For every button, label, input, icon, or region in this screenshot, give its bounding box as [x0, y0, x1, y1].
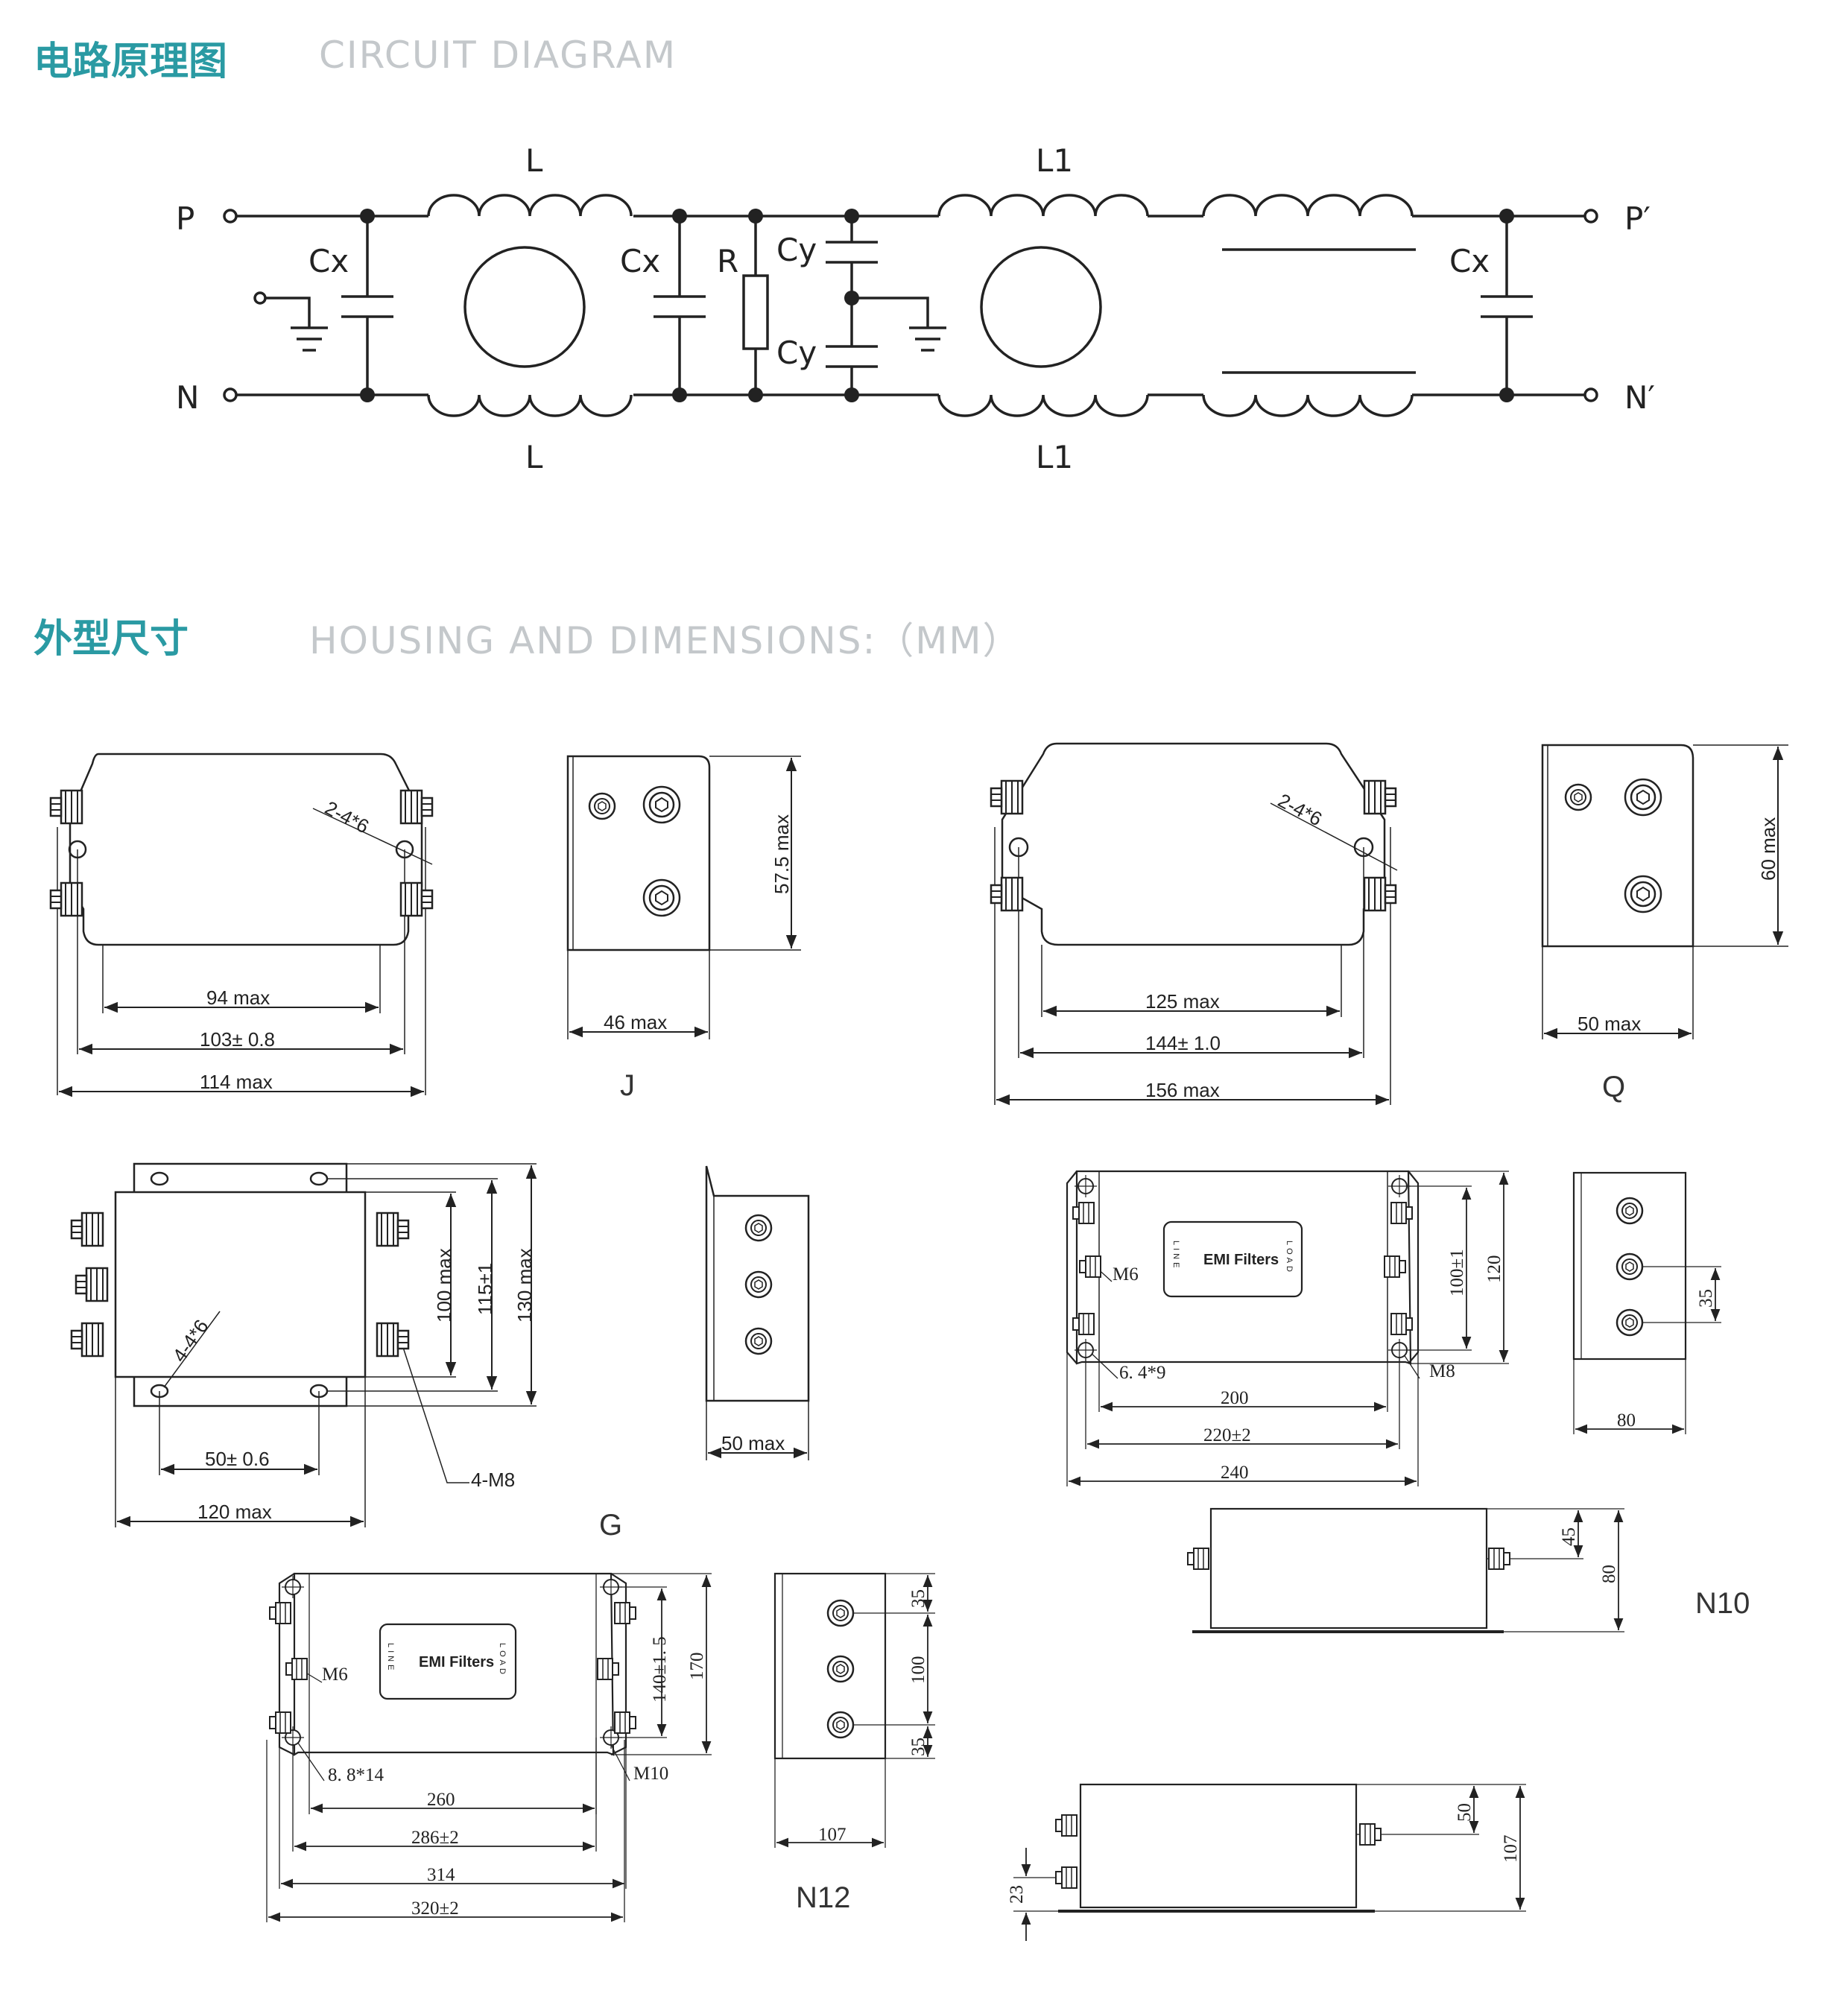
cx2-label: Cx [620, 243, 660, 279]
n10-total-v-dim: 120 [1484, 1255, 1504, 1284]
n10-side-w-dim: 80 [1617, 1410, 1636, 1431]
g-inner-dim: 100 max [433, 1248, 455, 1323]
n12-front-h-dim: 50 [1455, 1803, 1475, 1822]
drawing-n10-labels: EMI Filters LINE LOAD M6 M8 6. 4*9 100±1… [1113, 1241, 1750, 1620]
drawing-q-top [994, 742, 1398, 1106]
drawing-j-labels: 2-4*6 94 max 103± 0.8 114 max 57.5 max 4… [200, 796, 793, 1102]
n12-total-h-dim: 320±2 [411, 1898, 459, 1919]
resistor-label: R [717, 243, 738, 279]
circuit-labels: P N P′ N′ L L L1 L1 Cx Cx Cx R Cy Cy [176, 142, 1655, 475]
n12-front-total-dim: 107 [1501, 1835, 1521, 1863]
n10-front-total-dim: 80 [1599, 1565, 1619, 1583]
circuit-title-cn: 电路原理图 [34, 39, 228, 84]
circuit-junctions [360, 209, 1514, 402]
n12-m6-label: M6 [322, 1665, 348, 1685]
j-depth-dim: 46 max [604, 1011, 667, 1033]
drawing-n10-front [1192, 1507, 1624, 1633]
g-hspace-dim: 50± 0.6 [205, 1448, 270, 1470]
n12-inner-v-dim: 140±1. 5 [650, 1636, 670, 1703]
n10-plate-text: EMI Filters [1203, 1252, 1279, 1268]
g-holes-dim: 115±1 [474, 1263, 496, 1315]
drawing-n12-top [266, 1572, 712, 1922]
n10-load-text: LOAD [1285, 1241, 1294, 1275]
n12-term-top-dim: 35 [908, 1589, 928, 1608]
g-width-dim: 120 max [197, 1501, 272, 1523]
drawing-j-top [57, 753, 433, 1098]
j-total-dim: 114 max [200, 1071, 273, 1093]
cy1-label: Cy [776, 232, 817, 268]
n10-inner-h-dim: 200 [1221, 1388, 1249, 1408]
terminal-p-out-label: P′ [1624, 200, 1651, 237]
n12-m10-label: M10 [633, 1764, 668, 1784]
n12-load-text: LOAD [498, 1643, 507, 1677]
cx1-label: Cx [308, 243, 349, 279]
inductor-l1-bottom-label: L1 [1036, 439, 1073, 475]
n12-plate-text: EMI Filters [419, 1654, 494, 1670]
n12-total-v-dim: 170 [687, 1653, 707, 1681]
j-body-dim: 94 max [206, 986, 270, 1009]
q-body-dim: 125 max [1145, 990, 1220, 1013]
j-model-label: J [620, 1069, 635, 1102]
n10-line-text: LINE [1171, 1241, 1180, 1270]
n10-term-dim: 35 [1696, 1289, 1716, 1308]
n12-line-text: LINE [386, 1643, 395, 1673]
n12-term-mid-dim: 100 [908, 1656, 928, 1685]
q-total-dim: 156 max [1145, 1079, 1220, 1101]
q-depth-dim: 50 max [1578, 1013, 1641, 1035]
n12-model-label: N12 [796, 1881, 850, 1914]
n12-hole-label: 8. 8*14 [328, 1765, 385, 1785]
drawing-g-top [114, 1162, 537, 1527]
n12-stud-dim: 23 [1007, 1885, 1027, 1904]
n12-body-h-dim: 314 [427, 1865, 455, 1885]
j-height-dim: 57.5 max [770, 814, 793, 894]
g-bolt-label: 4-M8 [471, 1469, 515, 1491]
n12-term-bot-dim: 35 [908, 1738, 928, 1756]
drawing-n12-side [773, 1572, 935, 1848]
q-height-dim: 60 max [1757, 817, 1779, 881]
inductor-l-top-label: L [525, 142, 543, 179]
q-model-label: Q [1602, 1071, 1625, 1103]
circuit-diagram [223, 194, 1598, 417]
n10-inner-v-dim: 100±1 [1447, 1249, 1467, 1296]
n10-total-h-dim: 240 [1221, 1463, 1249, 1483]
g-depth-dim: 50 max [721, 1432, 785, 1454]
n12-side-w-dim: 107 [818, 1825, 847, 1845]
drawing-n12-front [1013, 1783, 1526, 1941]
drawing-n12-labels: EMI Filters LINE LOAD M6 M10 8. 8*14 140… [322, 1589, 1521, 1919]
n10-m6-label: M6 [1113, 1264, 1139, 1285]
terminal-n-label: N [176, 379, 199, 416]
cy2-label: Cy [776, 335, 817, 371]
q-holes-dim: 144± 1.0 [1145, 1032, 1221, 1054]
n10-holes-h-dim: 220±2 [1203, 1425, 1251, 1445]
circuit-title-en: CIRCUIT DIAGRAM [319, 34, 677, 77]
n10-front-h-dim: 45 [1559, 1527, 1579, 1546]
housing-title-en: HOUSING AND DIMENSIONS:（MM） [309, 619, 1022, 662]
g-model-label: G [599, 1509, 622, 1542]
terminal-n-out-label: N′ [1624, 379, 1655, 416]
n12-inner-h-dim: 260 [427, 1790, 455, 1810]
j-holes-dim: 103± 0.8 [200, 1028, 275, 1051]
n10-m8-label: M8 [1429, 1361, 1455, 1381]
drawing-g-side [705, 1165, 810, 1460]
terminal-p-label: P [176, 200, 194, 237]
n12-holes-h-dim: 286±2 [411, 1828, 459, 1848]
cx3-label: Cx [1449, 243, 1490, 279]
housing-title-cn: 外型尺寸 [34, 617, 189, 662]
g-total-dim: 130 max [513, 1248, 536, 1323]
inductor-l1-top-label: L1 [1036, 142, 1073, 179]
n10-model-label: N10 [1695, 1587, 1750, 1620]
drawing-n10-top [1066, 1170, 1509, 1486]
inductor-l-bottom-label: L [525, 439, 543, 475]
n10-hole-label: 6. 4*9 [1119, 1363, 1166, 1383]
